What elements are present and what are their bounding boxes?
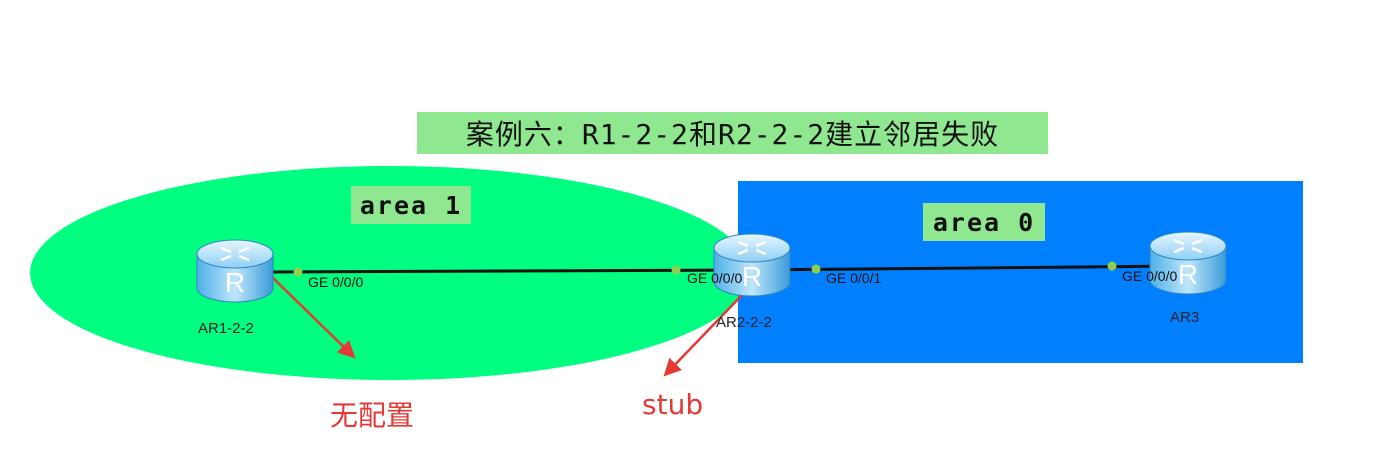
svg-text:R: R <box>742 261 762 292</box>
router-icon[interactable]: R <box>195 236 275 306</box>
port-label-ar1-ge000: GE 0/0/0 <box>308 274 364 290</box>
arrow-no-config <box>270 275 356 359</box>
port-dot-ar2-ge001 <box>811 264 821 274</box>
router-icon[interactable]: R <box>1148 228 1228 298</box>
device-name-ar1: AR1-2-2 <box>198 320 254 337</box>
port-dot-ar1-ge000 <box>293 267 303 277</box>
port-dot-ar3-ge000 <box>1107 261 1117 271</box>
port-dot-ar2-ge000 <box>671 265 681 275</box>
device-name-ar2: AR2-2-2 <box>716 314 772 331</box>
area-0-label: area 0 <box>923 203 1045 241</box>
port-label-ar3-ge000: GE 0/0/0 <box>1122 268 1178 284</box>
annotation-stub: stub <box>642 388 704 421</box>
router-icon[interactable]: R <box>712 230 792 300</box>
svg-text:R: R <box>1178 259 1198 290</box>
svg-text:R: R <box>225 267 245 298</box>
port-label-ar2-ge000: GE 0/0/0 <box>687 270 743 286</box>
device-name-ar3: AR3 <box>1170 309 1200 326</box>
area-1-label: area 1 <box>351 186 471 224</box>
arrow-stub <box>663 292 745 377</box>
annotation-no-config: 无配置 <box>330 399 415 432</box>
diagram-title: 案例六：R1-2-2和R2-2-2建立邻居失败 <box>417 112 1048 154</box>
port-label-ar2-ge001: GE 0/0/1 <box>826 270 882 286</box>
